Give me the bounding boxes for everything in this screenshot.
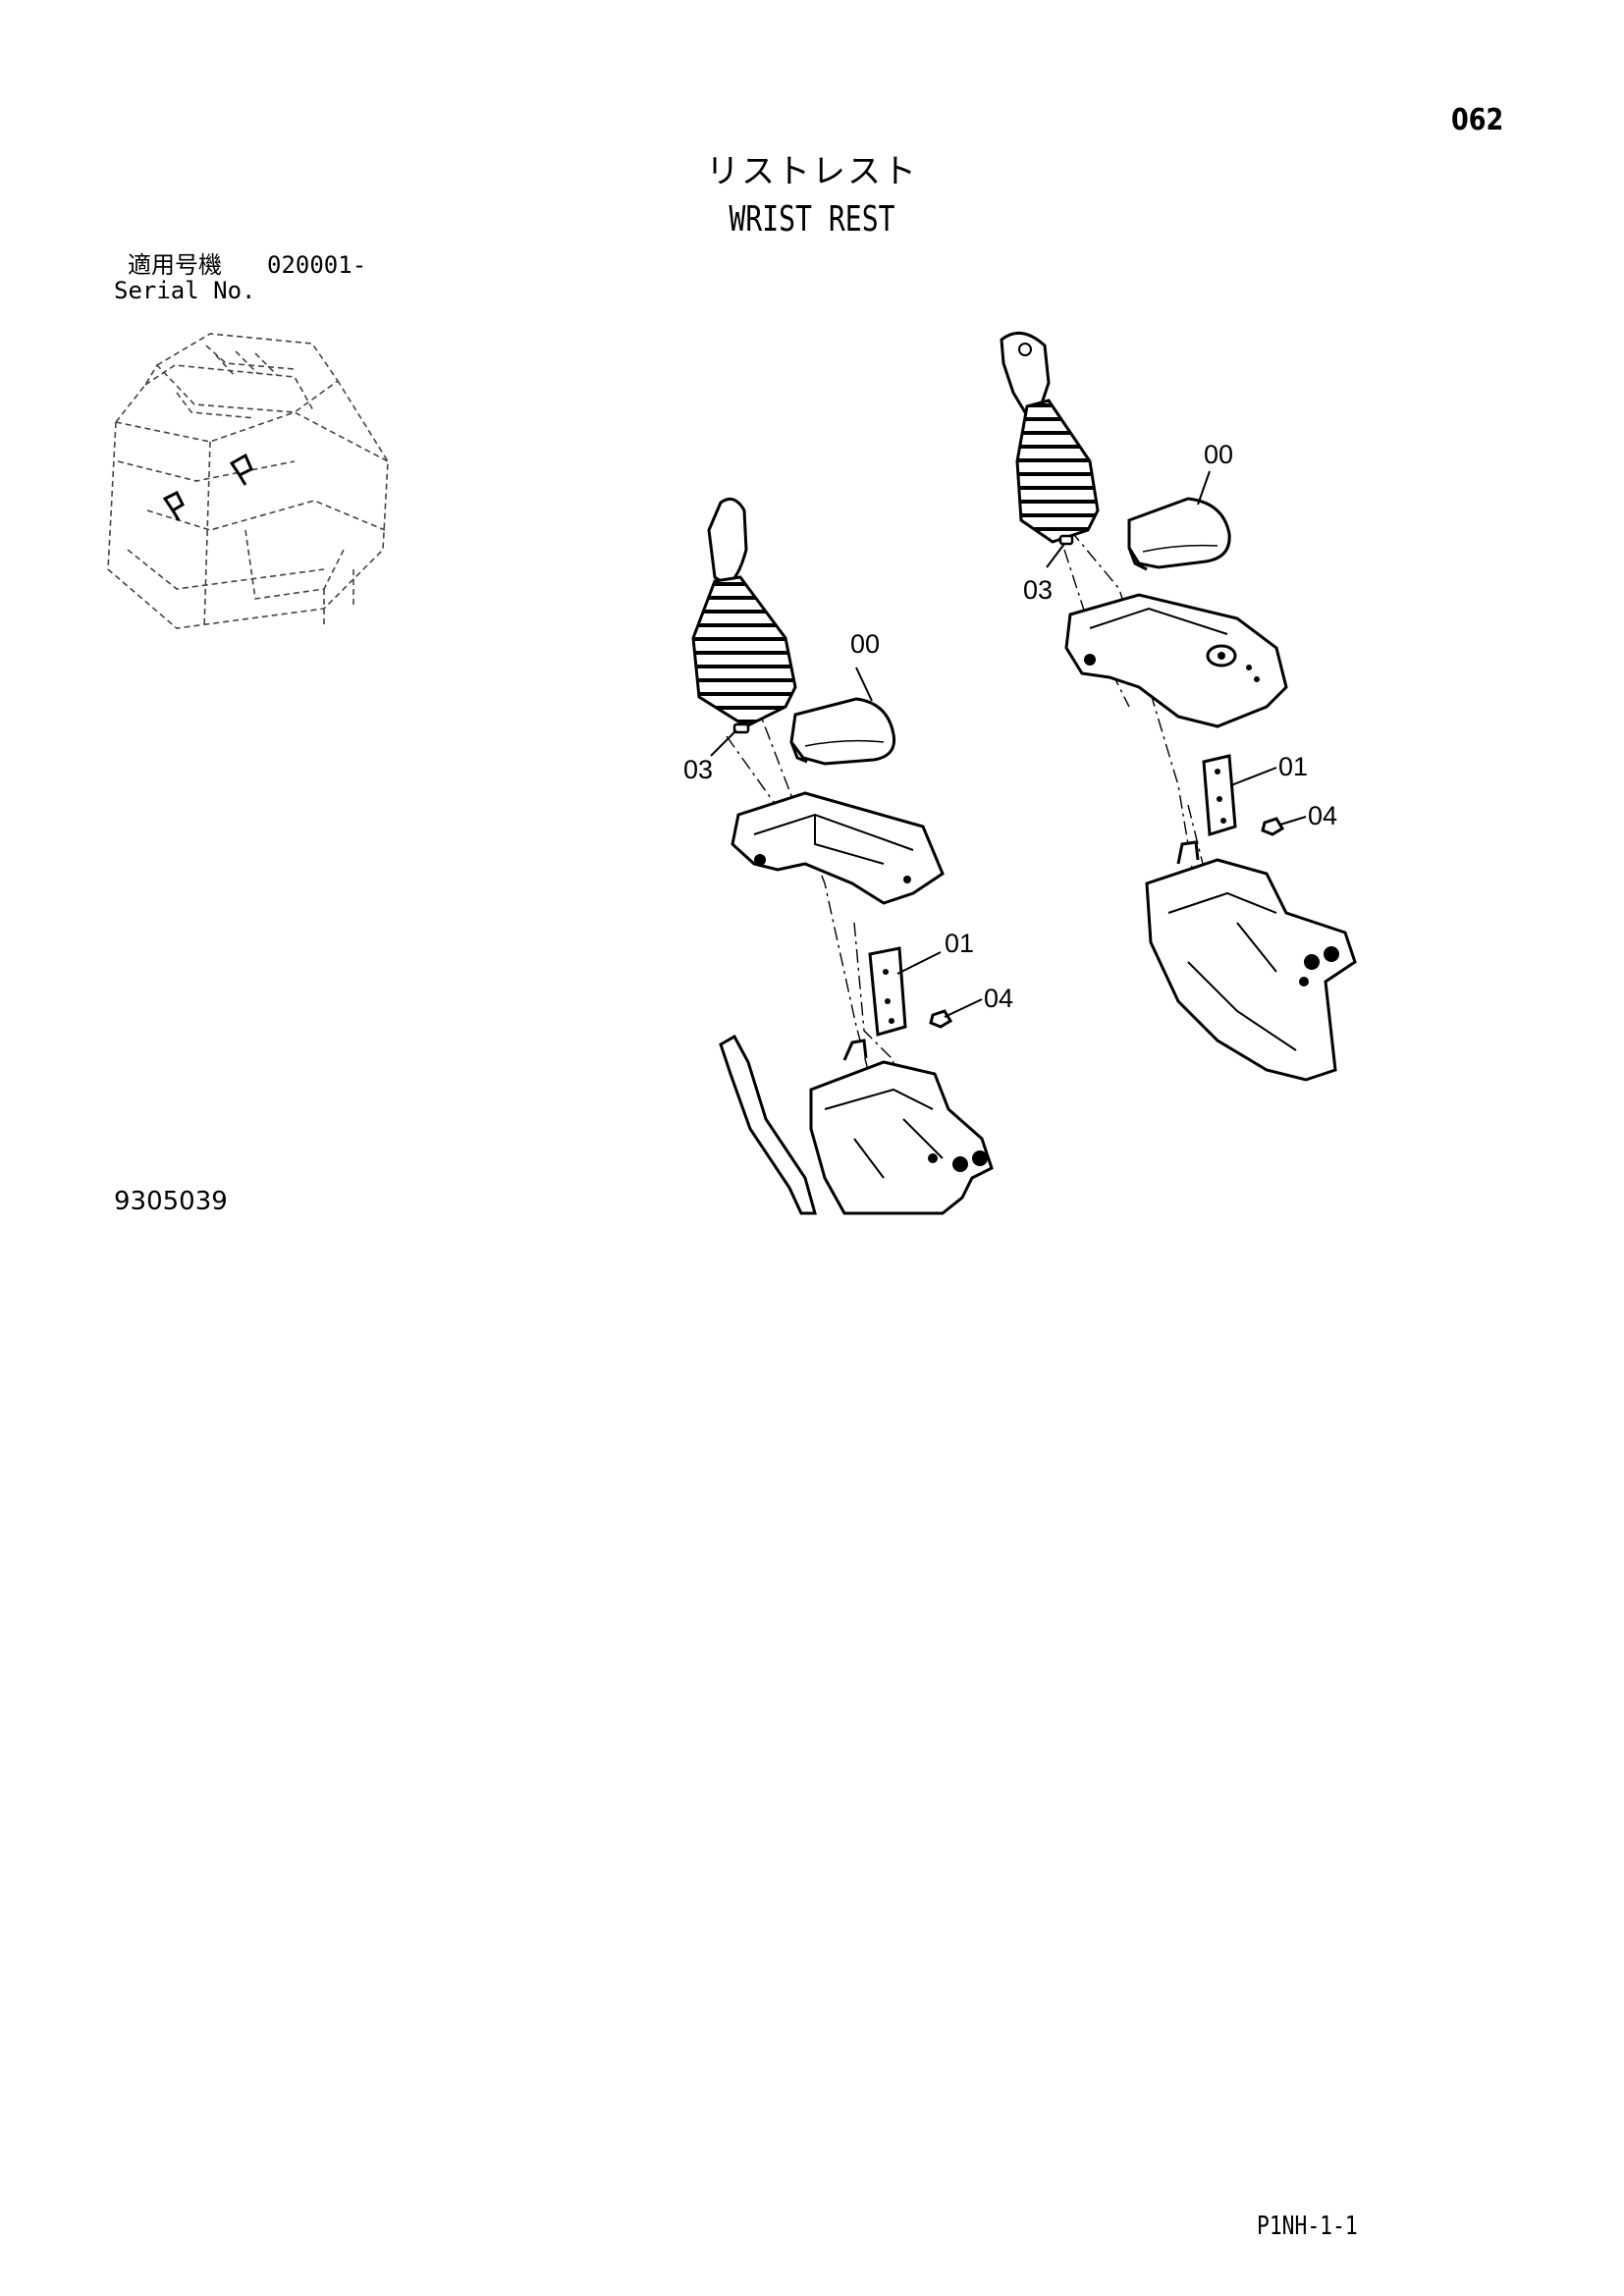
right-wrist-rest-pad — [1127, 497, 1231, 569]
right-nut — [1261, 817, 1285, 836]
serial-label-japanese: 適用号機 — [128, 251, 222, 279]
left-wrist-rest-pad — [789, 697, 896, 766]
right-callouts — [1046, 470, 1307, 826]
left-nut — [929, 1009, 953, 1029]
left-label-01: 01 — [945, 929, 974, 958]
left-joystick-grip — [707, 497, 748, 587]
right-label-03: 03 — [1023, 575, 1053, 605]
left-label-03: 03 — [683, 755, 713, 784]
left-pin — [732, 722, 750, 734]
page-number: 062 — [1451, 103, 1504, 137]
left-bellows-boot — [691, 575, 797, 728]
left-valve-base — [809, 1060, 994, 1215]
right-assembly — [1000, 331, 1357, 1082]
right-joystick-grip — [1000, 331, 1051, 414]
right-label-00: 00 — [1204, 440, 1233, 469]
right-armrest-body — [1064, 593, 1288, 728]
left-callouts — [710, 667, 983, 1018]
title-english: WRIST REST — [729, 199, 895, 240]
left-armrest-body — [731, 791, 945, 905]
right-label-01: 01 — [1278, 752, 1308, 781]
left-label-00: 00 — [850, 629, 880, 659]
right-bellows-boot — [1015, 399, 1100, 544]
title-japanese: リストレスト — [706, 152, 918, 191]
left-label-04: 04 — [984, 984, 1013, 1013]
left-bracket-plate — [868, 946, 907, 1037]
right-valve-base — [1145, 858, 1357, 1082]
page-code: P1NH-1-1 — [1257, 2212, 1358, 2241]
left-aux-lever — [719, 1034, 817, 1215]
drawing-number: 9305039 — [114, 1187, 228, 1216]
cab-thumbnail — [107, 333, 389, 629]
right-bracket-plate — [1202, 754, 1237, 836]
right-pin — [1058, 534, 1074, 546]
serial-value: 020001- — [267, 251, 367, 279]
left-assembly — [691, 497, 994, 1215]
right-label-04: 04 — [1308, 801, 1337, 830]
serial-label-english: Serial No. — [114, 277, 256, 304]
cab-wrist-rest-icons — [162, 453, 253, 521]
